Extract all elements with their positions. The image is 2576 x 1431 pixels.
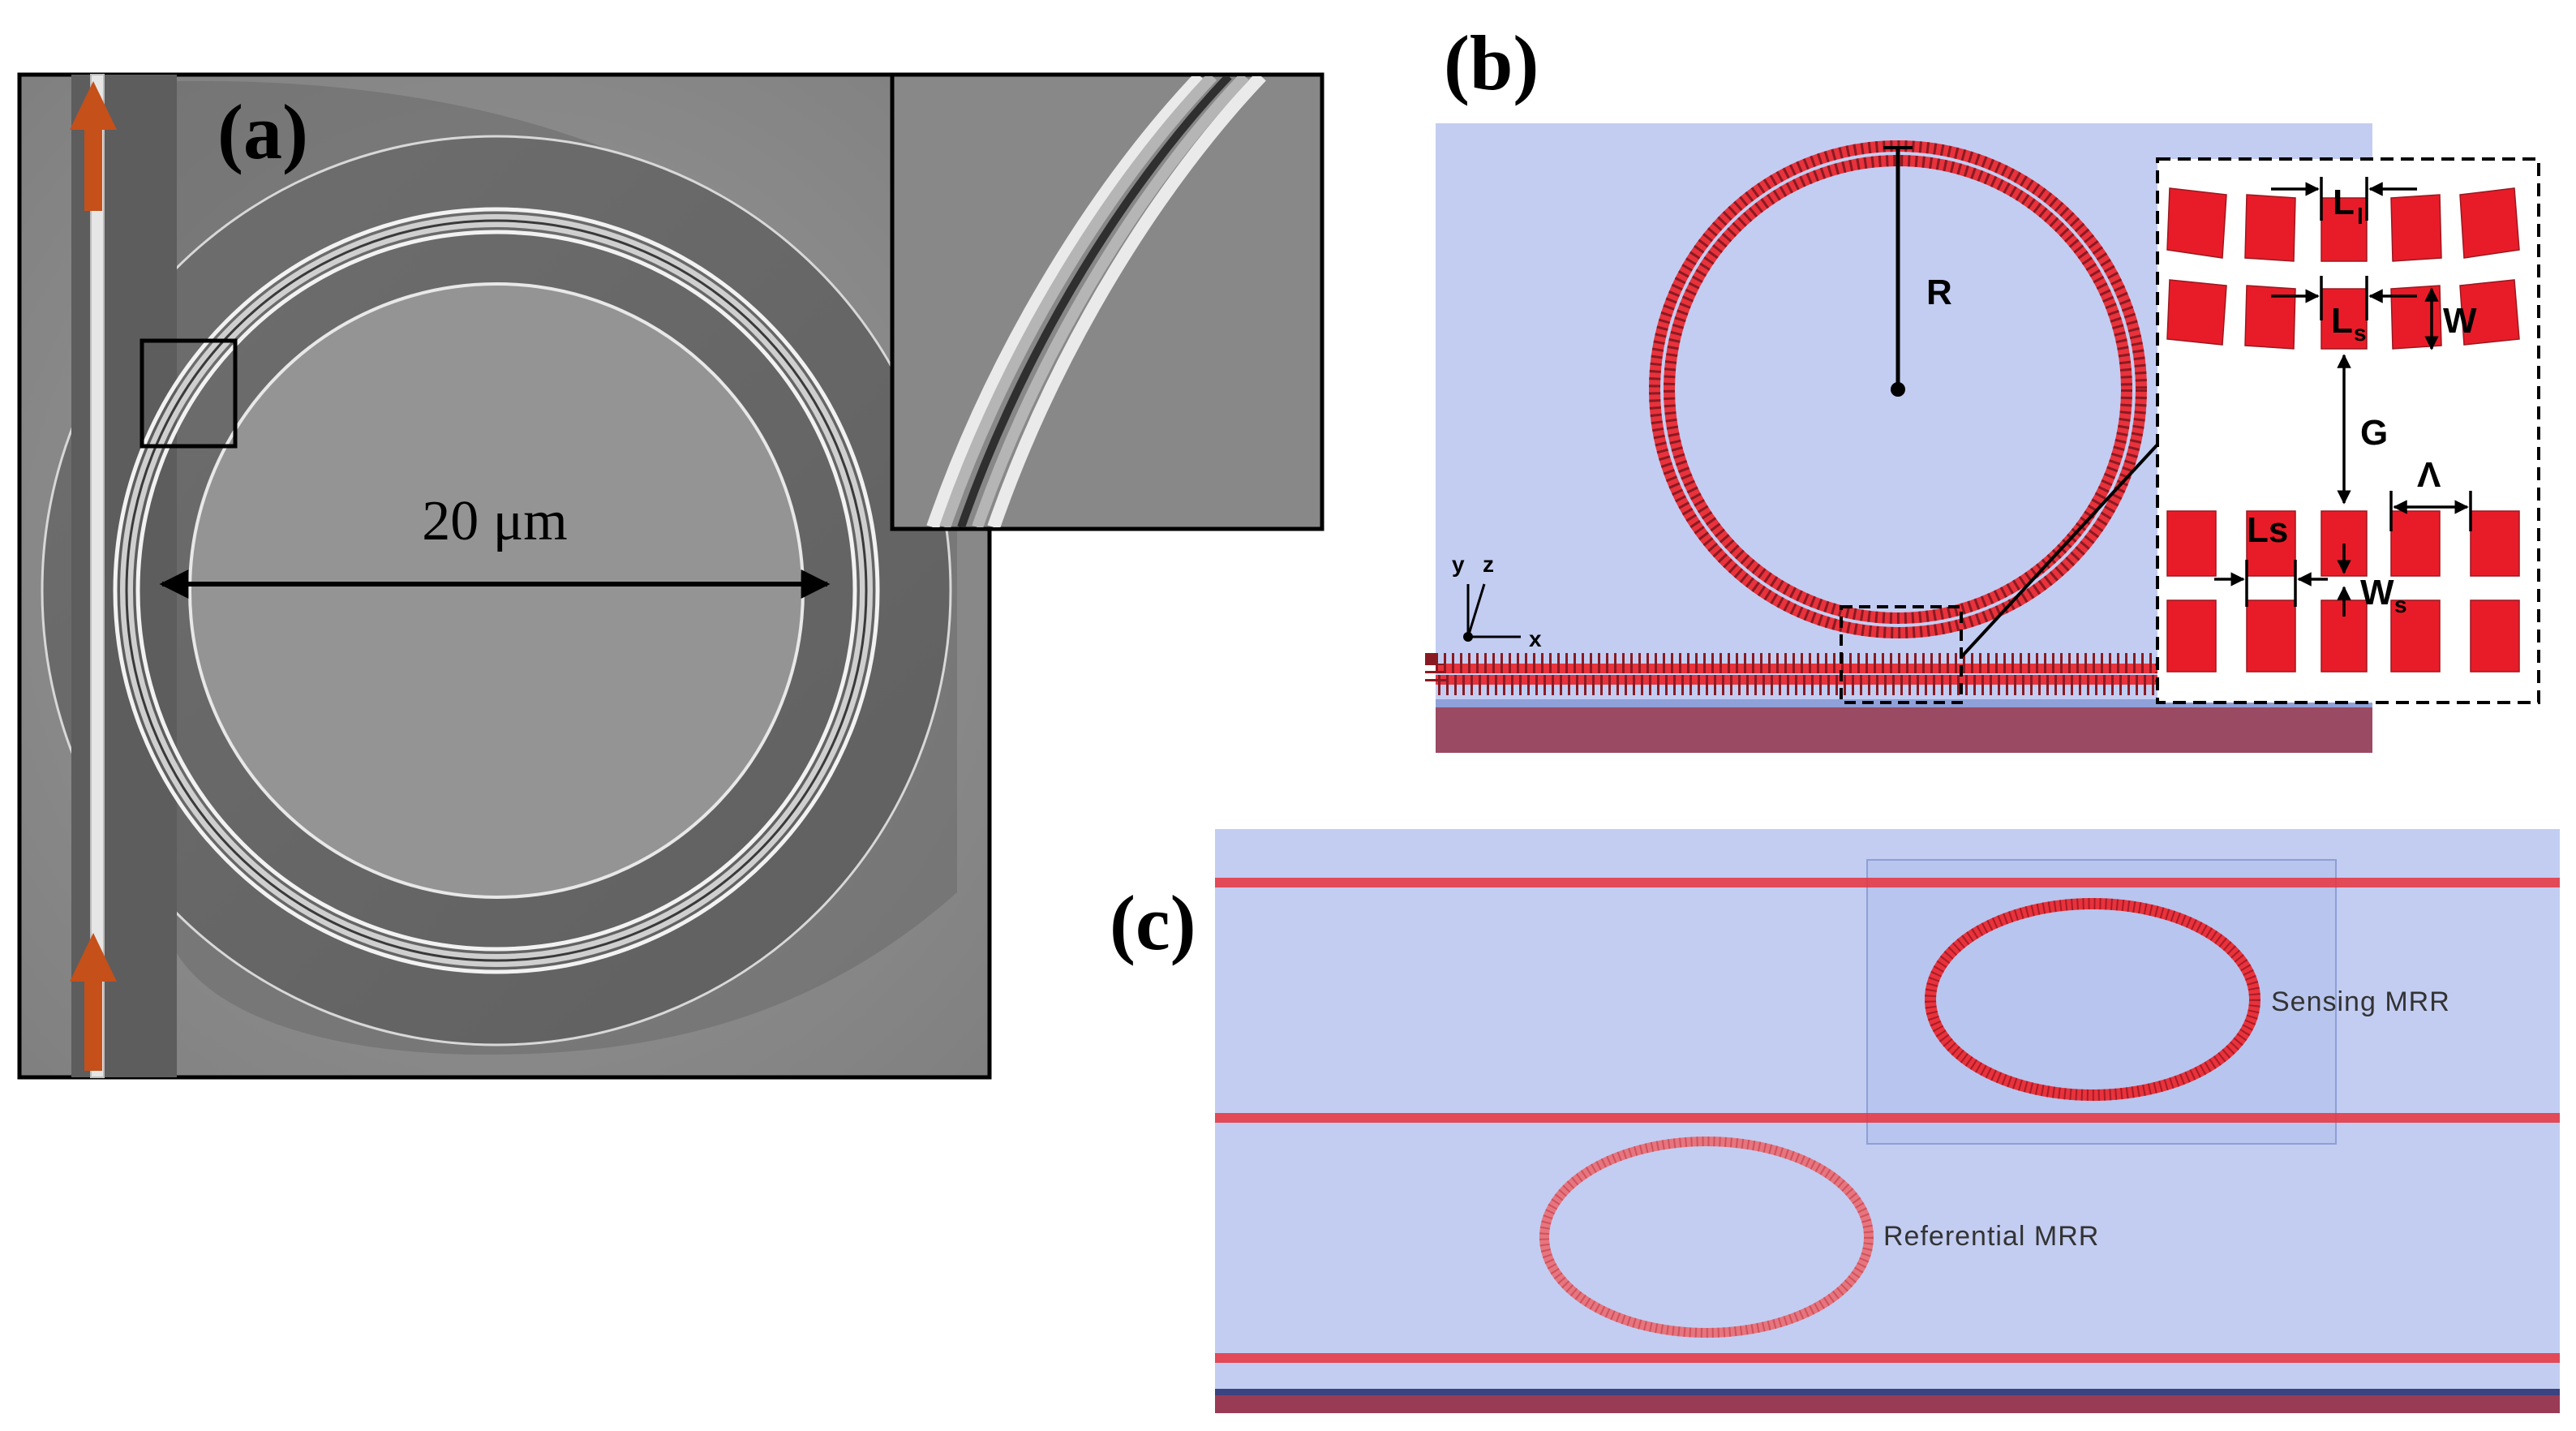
propagation-arrow-bottom-icon xyxy=(70,933,117,1071)
panel-b: (b) R y z x xyxy=(1425,19,2540,753)
sem-inner-disc xyxy=(188,282,805,899)
label-ls-bottom: Ls xyxy=(2247,510,2288,550)
zoom-connector xyxy=(1960,443,2159,659)
label-w: W xyxy=(2443,301,2477,341)
sim-b-substrate xyxy=(1436,706,2372,753)
grating-inset: L l L s W G Λ Ls W s xyxy=(2156,157,2540,704)
sim-c-oxide xyxy=(1215,1389,2560,1395)
axis-label-z: z xyxy=(1483,552,1494,577)
label-ws-sub: s xyxy=(2394,592,2407,617)
axis-triad-icon xyxy=(1463,583,1521,642)
axis-label-y: y xyxy=(1452,552,1465,577)
sim-b-ring-segments-inner xyxy=(1664,155,2132,624)
panel-c: (c) Sensing MRR Referential MRR xyxy=(1110,829,2560,1413)
ring-center-dot xyxy=(1891,382,1905,397)
referential-ring-segments xyxy=(1539,1137,1874,1338)
panel-a-label: (a) xyxy=(217,88,308,175)
sem-zoom-box xyxy=(140,338,238,449)
radius-label: R xyxy=(1926,273,1952,312)
axis-label-x: x xyxy=(1529,626,1542,651)
panel-a: 20 μm (a) xyxy=(17,72,1324,1080)
sim-c-bus-2 xyxy=(1215,1113,2560,1123)
sim-c-bus-1 xyxy=(1215,878,2560,887)
panel-b-label: (b) xyxy=(1444,19,1539,106)
sem-bus-waveguide xyxy=(90,74,105,1078)
label-g: G xyxy=(2360,413,2388,453)
sem-ring-inner-edge xyxy=(135,230,857,952)
sem-ring-outer-edge xyxy=(113,207,880,974)
label-l-top: L xyxy=(2333,183,2355,222)
sim-c-bus-3 xyxy=(1215,1353,2560,1363)
diameter-label: 20 μm xyxy=(422,490,567,552)
referential-mrr-label: Referential MRR xyxy=(1883,1221,2099,1252)
inset-annotations xyxy=(2214,177,2472,617)
label-ws: W xyxy=(2360,573,2394,612)
sem-ring-slot xyxy=(125,219,868,962)
ring-segments-row1 xyxy=(2166,187,2520,262)
label-ls-top: L xyxy=(2331,301,2353,341)
panel-c-label: (c) xyxy=(1110,879,1196,966)
sem-zoom-inset xyxy=(890,72,1324,531)
sim-c-substrate xyxy=(1215,1395,2560,1413)
bus-segments-row2 xyxy=(2166,599,2520,673)
label-ls-top-sub: s xyxy=(2354,320,2367,346)
label-period: Λ xyxy=(2417,455,2441,495)
sensing-mrr-label: Sensing MRR xyxy=(2271,986,2450,1017)
propagation-arrow-top-icon xyxy=(70,81,117,211)
label-l-top-sub: l xyxy=(2357,204,2363,229)
coupling-zoom-box xyxy=(1840,605,1963,704)
sensing-ring-segments xyxy=(1925,898,2260,1101)
